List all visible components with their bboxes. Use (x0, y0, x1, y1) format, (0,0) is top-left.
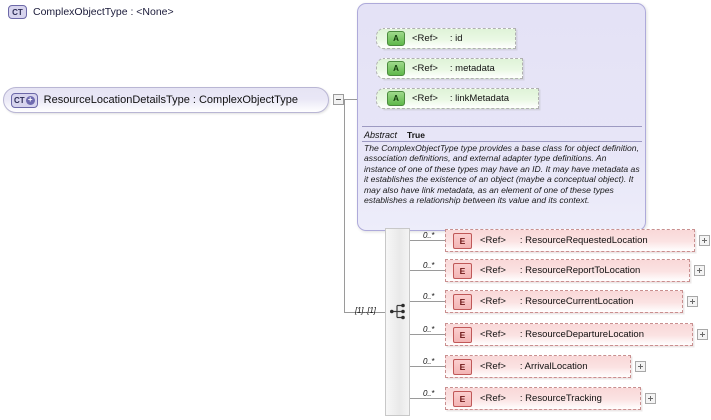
abstract-row: Abstract True (364, 130, 425, 140)
connector-line (410, 270, 445, 271)
attribute-ref-label: <Ref> (412, 93, 438, 104)
root-complextype-node[interactable]: CT+ ResourceLocationDetailsType : Comple… (3, 87, 329, 113)
attribute-ref-label: <Ref> (412, 33, 438, 44)
element-name-label: : ResourceCurrentLocation (519, 296, 634, 307)
attribute-ref-label: <Ref> (412, 63, 438, 74)
sequence-cardinality: [1]..[1] (355, 306, 376, 315)
connector-line (344, 99, 357, 100)
plus-dot-icon: + (25, 95, 35, 105)
complextype-panel-header: CT ComplexObjectType : <None> (8, 5, 174, 19)
element-expand-toggle[interactable] (699, 235, 710, 246)
element-icon: E (453, 262, 472, 279)
complextype-icon: CT (8, 5, 27, 19)
element-name-label: : ResourceRequestedLocation (519, 235, 648, 246)
sequence-compositor-column[interactable] (385, 228, 410, 416)
element-icon: E (453, 358, 472, 375)
element-name-label: : ResourceReportToLocation (519, 265, 641, 276)
attribute-row[interactable]: A <Ref> : linkMetadata (376, 88, 539, 109)
abstract-label: Abstract (364, 130, 398, 140)
attribute-nose-shape (376, 58, 384, 79)
element-ref-label: <Ref> (480, 296, 506, 307)
complextype-plus-icon: CT+ (11, 92, 38, 108)
element-ref-label: <Ref> (480, 265, 506, 276)
element-expand-toggle[interactable] (687, 296, 698, 307)
element-row[interactable]: E <Ref> : ResourceDepartureLocation (445, 323, 693, 346)
element-icon: E (453, 390, 472, 407)
connector-line (410, 398, 445, 399)
connector-line (410, 301, 445, 302)
attribute-row[interactable]: A <Ref> : id (376, 28, 516, 49)
root-node-label: ResourceLocationDetailsType : ComplexObj… (43, 94, 299, 106)
documentation-text: The ComplexObjectType type provides a ba… (364, 143, 640, 206)
abstract-value: True (407, 130, 425, 140)
connector-line (410, 334, 445, 335)
element-ref-label: <Ref> (480, 235, 506, 246)
element-row[interactable]: E <Ref> : ArrivalLocation (445, 355, 631, 378)
connector-line (344, 99, 345, 312)
connector-line (410, 240, 445, 241)
connector-line (410, 366, 445, 367)
element-row[interactable]: E <Ref> : ResourceReportToLocation (445, 259, 690, 282)
element-name-label: : ResourceDepartureLocation (519, 329, 644, 340)
connector-line (344, 312, 385, 313)
element-cardinality: 0..* (423, 231, 435, 240)
complextype-title: ComplexObjectType : <None> (33, 6, 174, 18)
element-expand-toggle[interactable] (694, 265, 705, 276)
sequence-icon (390, 303, 407, 320)
panel-divider (362, 141, 642, 142)
element-cardinality: 0..* (423, 261, 435, 270)
attribute-name-label: : linkMetadata (449, 93, 510, 104)
element-ref-label: <Ref> (480, 329, 506, 340)
element-expand-toggle[interactable] (645, 393, 656, 404)
panel-divider (362, 126, 642, 127)
attribute-icon: A (387, 31, 405, 46)
element-expand-toggle[interactable] (635, 361, 646, 372)
element-icon: E (453, 293, 472, 310)
element-row[interactable]: E <Ref> : ResourceTracking (445, 387, 641, 410)
element-name-label: : ArrivalLocation (519, 361, 588, 372)
element-cardinality: 0..* (423, 389, 435, 398)
element-row[interactable]: E <Ref> : ResourceCurrentLocation (445, 290, 683, 313)
attribute-nose-shape (376, 28, 384, 49)
ct-badge-text: CT (14, 95, 25, 105)
element-row[interactable]: E <Ref> : ResourceRequestedLocation (445, 229, 695, 252)
element-cardinality: 0..* (423, 292, 435, 301)
attribute-nose-shape (376, 88, 384, 109)
attribute-name-label: : id (449, 33, 463, 44)
element-expand-toggle[interactable] (697, 329, 708, 340)
attribute-icon: A (387, 61, 405, 76)
attribute-row[interactable]: A <Ref> : metadata (376, 58, 523, 79)
element-icon: E (453, 232, 472, 249)
element-ref-label: <Ref> (480, 361, 506, 372)
element-ref-label: <Ref> (480, 393, 506, 404)
element-cardinality: 0..* (423, 325, 435, 334)
attribute-icon: A (387, 91, 405, 106)
element-name-label: : ResourceTracking (519, 393, 602, 404)
element-icon: E (453, 326, 472, 343)
attribute-name-label: : metadata (449, 63, 495, 74)
element-cardinality: 0..* (423, 357, 435, 366)
root-collapse-toggle[interactable] (333, 94, 344, 105)
